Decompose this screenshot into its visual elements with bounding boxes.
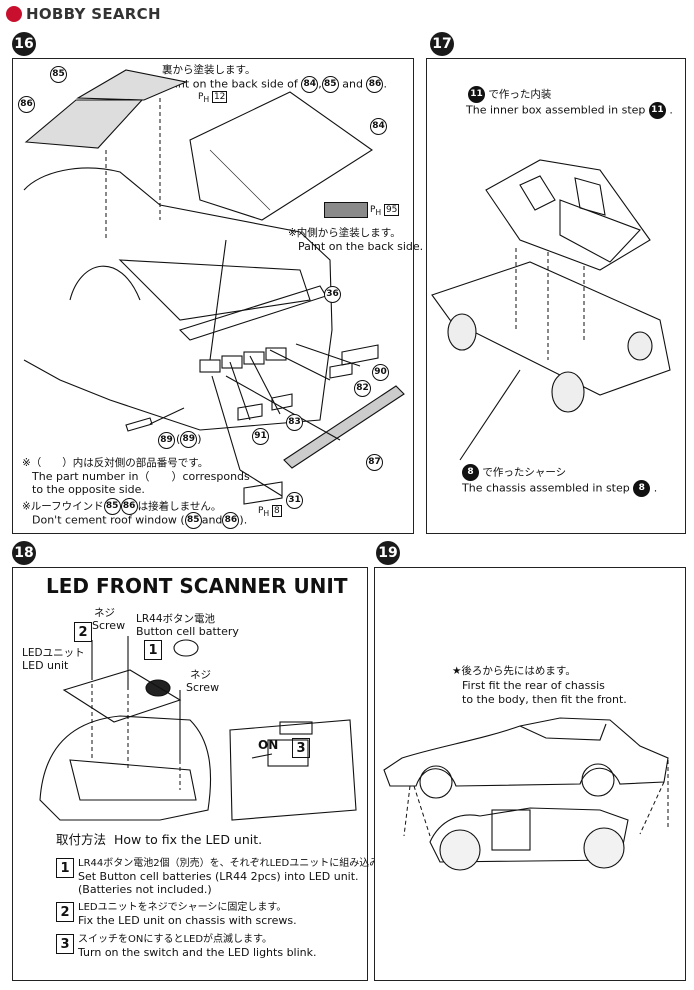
- step16-inner-note-jp: ※内側から塗装します。: [288, 227, 401, 239]
- paint-code-back: PH 12: [198, 91, 228, 104]
- note1-en2: to the opposite side.: [32, 483, 145, 496]
- note1-en1: The part number in（ ）corresponds: [32, 470, 250, 483]
- step17-inner-en: The inner box assembled in step 11 .: [466, 102, 673, 119]
- on-label: ON: [258, 738, 279, 752]
- callout-box-1: 1: [144, 640, 162, 660]
- screw-jp-2: ネジ: [190, 669, 211, 681]
- site-logo[interactable]: HOBBY SEARCH: [6, 5, 161, 23]
- callout-box-2: 2: [74, 622, 92, 642]
- part-85: 85: [50, 66, 67, 83]
- battery-jp: LR44ボタン電池: [136, 613, 216, 625]
- screw-en-1: Screw: [92, 619, 126, 632]
- paint-code-inner: PH 95: [370, 204, 400, 217]
- step16-inner-note-en: Paint on the back side.: [298, 240, 424, 253]
- step16-paint-note-jp: 裏から塗装します。: [162, 64, 256, 76]
- step18-panel: [12, 567, 368, 981]
- part-83: 83: [286, 414, 303, 431]
- part-82: 82: [354, 380, 371, 397]
- part-89-opposite: (89): [176, 431, 202, 448]
- step17-chassis-jp: 8 で作ったシャーシ: [462, 464, 566, 481]
- logo-mark-icon: [6, 6, 22, 22]
- led-jp: LEDユニット: [22, 647, 85, 659]
- part-84: 84: [370, 118, 387, 135]
- part-31: 31: [286, 492, 303, 509]
- step-number-18: 18: [12, 541, 36, 565]
- step17-chassis-en: The chassis assembled in step 8 .: [462, 480, 657, 497]
- step19-panel: [374, 567, 686, 981]
- step18-subheading: 取付方法 How to fix the LED unit.: [56, 832, 263, 847]
- step16-paint-note-en: Paint on the back side of 84,85 and 86.: [162, 76, 387, 93]
- screw-jp-1: ネジ: [94, 607, 115, 619]
- callout-box-3: 3: [292, 738, 310, 758]
- step17-panel: [426, 58, 686, 534]
- step-number-19: 19: [376, 541, 400, 565]
- part-86: 86: [18, 96, 35, 113]
- part-36: 36: [324, 286, 341, 303]
- part-91: 91: [252, 428, 269, 445]
- step19-note-en1: First fit the rear of chassis: [462, 679, 605, 692]
- battery-en: Button cell battery: [136, 625, 239, 638]
- part-90: 90: [372, 364, 389, 381]
- led-en: LED unit: [22, 659, 69, 672]
- screw-en-2: Screw: [186, 681, 220, 694]
- step19-note-jp: ★後ろから先にはめます。: [452, 665, 576, 677]
- step-number-16: 16: [12, 32, 36, 56]
- part-87: 87: [366, 454, 383, 471]
- paint-chip-inner: [324, 202, 368, 218]
- step16-panel: [12, 58, 414, 534]
- paint-code-small: PH 8: [258, 505, 282, 518]
- step19-note-en2: to the body, then fit the front.: [462, 693, 627, 706]
- step-number-17: 17: [430, 32, 454, 56]
- note1-jp: ※（ ）内は反対側の部品番号です。: [22, 457, 209, 469]
- step18-title: LED FRONT SCANNER UNIT: [46, 574, 348, 598]
- logo-text: HOBBY SEARCH: [26, 5, 161, 23]
- step17-inner-jp: 11 で作った内装: [468, 86, 551, 103]
- part-89: 89: [158, 432, 175, 449]
